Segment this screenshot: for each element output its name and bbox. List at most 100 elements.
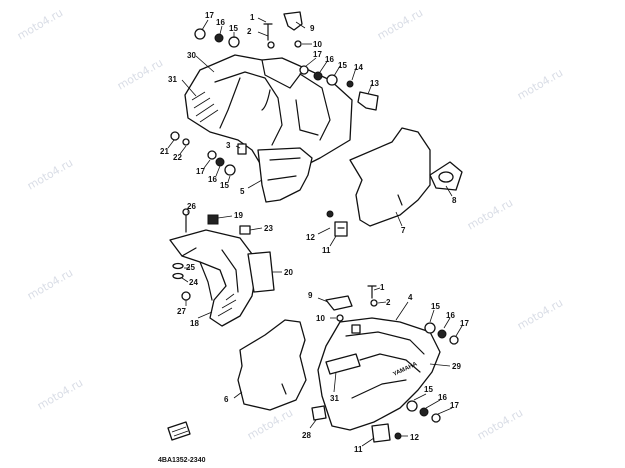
washer-16-right	[313, 71, 323, 81]
watermark-text: moto4.ru	[35, 376, 85, 413]
panel-20	[247, 251, 275, 293]
side-cover-6	[237, 319, 307, 411]
callout-16: 16	[208, 175, 217, 184]
watermark-text: moto4.ru	[515, 66, 565, 103]
callout-6: 6	[224, 395, 229, 404]
callout-31: 31	[168, 75, 177, 84]
mid-bracket-assembly	[169, 208, 275, 327]
inner-panel-detail	[261, 59, 303, 111]
callout-27: 27	[177, 307, 186, 316]
callout-8: 8	[452, 196, 457, 205]
callout-11: 11	[354, 445, 363, 454]
bracket-9-top	[283, 11, 303, 31]
lower-cowling-assembly: YAMAHA	[167, 285, 459, 443]
callout-5: 5	[240, 187, 245, 196]
callout-24: 24	[189, 278, 198, 287]
bracket-18-detail	[181, 247, 239, 301]
callout-17: 17	[196, 167, 205, 176]
screw-1-lower	[367, 285, 377, 299]
washer-22	[182, 138, 190, 146]
watermark-text: moto4.ru	[115, 56, 165, 93]
washer-16-top	[214, 33, 224, 43]
callout-4: 4	[408, 293, 413, 302]
callout-12: 12	[306, 233, 315, 242]
clip-19	[207, 214, 219, 225]
watermark-text: moto4.ru	[25, 156, 75, 193]
callout-15: 15	[424, 385, 433, 394]
callout-16: 16	[446, 311, 455, 320]
callout-16: 16	[325, 55, 334, 64]
callout-25: 25	[186, 263, 195, 272]
grommet-15-mid	[224, 164, 236, 176]
callout-10: 10	[313, 40, 322, 49]
callout-26: 26	[187, 202, 196, 211]
callout-17: 17	[313, 50, 322, 59]
washer-16-lower	[437, 329, 447, 339]
callout-15: 15	[220, 181, 229, 190]
washer-2-top	[267, 41, 275, 49]
leader-lines	[167, 17, 463, 447]
callout-28: 28	[302, 431, 311, 440]
watermark-text: moto4.ru	[25, 266, 75, 303]
inner-panel-30	[184, 54, 353, 181]
plate-8-hole	[438, 171, 454, 183]
washer-16-bottom	[419, 407, 429, 417]
lower-cowl-4	[317, 317, 441, 431]
callout-10: 10	[316, 314, 325, 323]
watermark-text: moto4.ru	[245, 406, 295, 443]
callout-17: 17	[460, 319, 469, 328]
bolt-27	[181, 291, 191, 301]
callout-18: 18	[190, 319, 199, 328]
watermark-text: moto4.ru	[375, 6, 425, 43]
grommet-15-right	[326, 74, 338, 86]
callout-29: 29	[452, 362, 461, 371]
side-cover-6-detail	[281, 383, 287, 395]
callout-21: 21	[160, 147, 169, 156]
mount-bracket	[257, 147, 313, 203]
washer-25	[172, 262, 184, 270]
callout-16: 16	[216, 18, 225, 27]
nut-10-lower	[336, 314, 344, 322]
spacer-3	[237, 143, 247, 155]
callout-12: 12	[410, 433, 419, 442]
callout-1: 1	[250, 13, 255, 22]
callout-22: 22	[173, 153, 182, 162]
callout-31: 31	[330, 394, 339, 403]
clip-28	[311, 405, 327, 421]
small-clip-icon	[167, 421, 191, 441]
bolt-17-lower	[449, 335, 459, 345]
inner-panel-detail	[214, 71, 331, 146]
callout-2: 2	[386, 298, 391, 307]
damper-12-top	[334, 221, 348, 237]
callout-1: 1	[380, 283, 385, 292]
upper-cowling-assembly	[170, 11, 379, 203]
callout-7: 7	[401, 226, 406, 235]
callout-11: 11	[322, 246, 331, 255]
washer-25b	[172, 272, 184, 280]
callout-9: 9	[310, 24, 315, 33]
grommet-15-top	[228, 36, 240, 48]
bolt-17-bottom	[431, 413, 441, 423]
screw-1-top	[263, 23, 273, 41]
bolt-21	[170, 131, 180, 141]
panel-hatch	[191, 91, 219, 123]
trim-31-lower	[325, 353, 361, 375]
callout-15: 15	[229, 24, 238, 33]
callout-labels: 17 16 15 1 2 9 10 30 31 17 16 15 14 13 2…	[160, 11, 469, 454]
callout-19: 19	[234, 211, 243, 220]
side-cover-7	[349, 127, 431, 227]
callout-17: 17	[205, 11, 214, 20]
bolt-17-mid	[207, 150, 217, 160]
side-cover-7-detail	[397, 194, 403, 206]
mount-bracket-detail	[267, 157, 301, 181]
watermark-text: moto4.ru	[465, 196, 515, 233]
grommet-15-lower	[424, 322, 436, 334]
bracket-18	[169, 229, 259, 327]
watermark-text: moto4.ru	[515, 296, 565, 333]
callout-15: 15	[338, 61, 347, 70]
callout-15: 15	[431, 302, 440, 311]
bracket-18-hatch	[217, 293, 237, 317]
side-cover-6-group	[237, 319, 307, 411]
